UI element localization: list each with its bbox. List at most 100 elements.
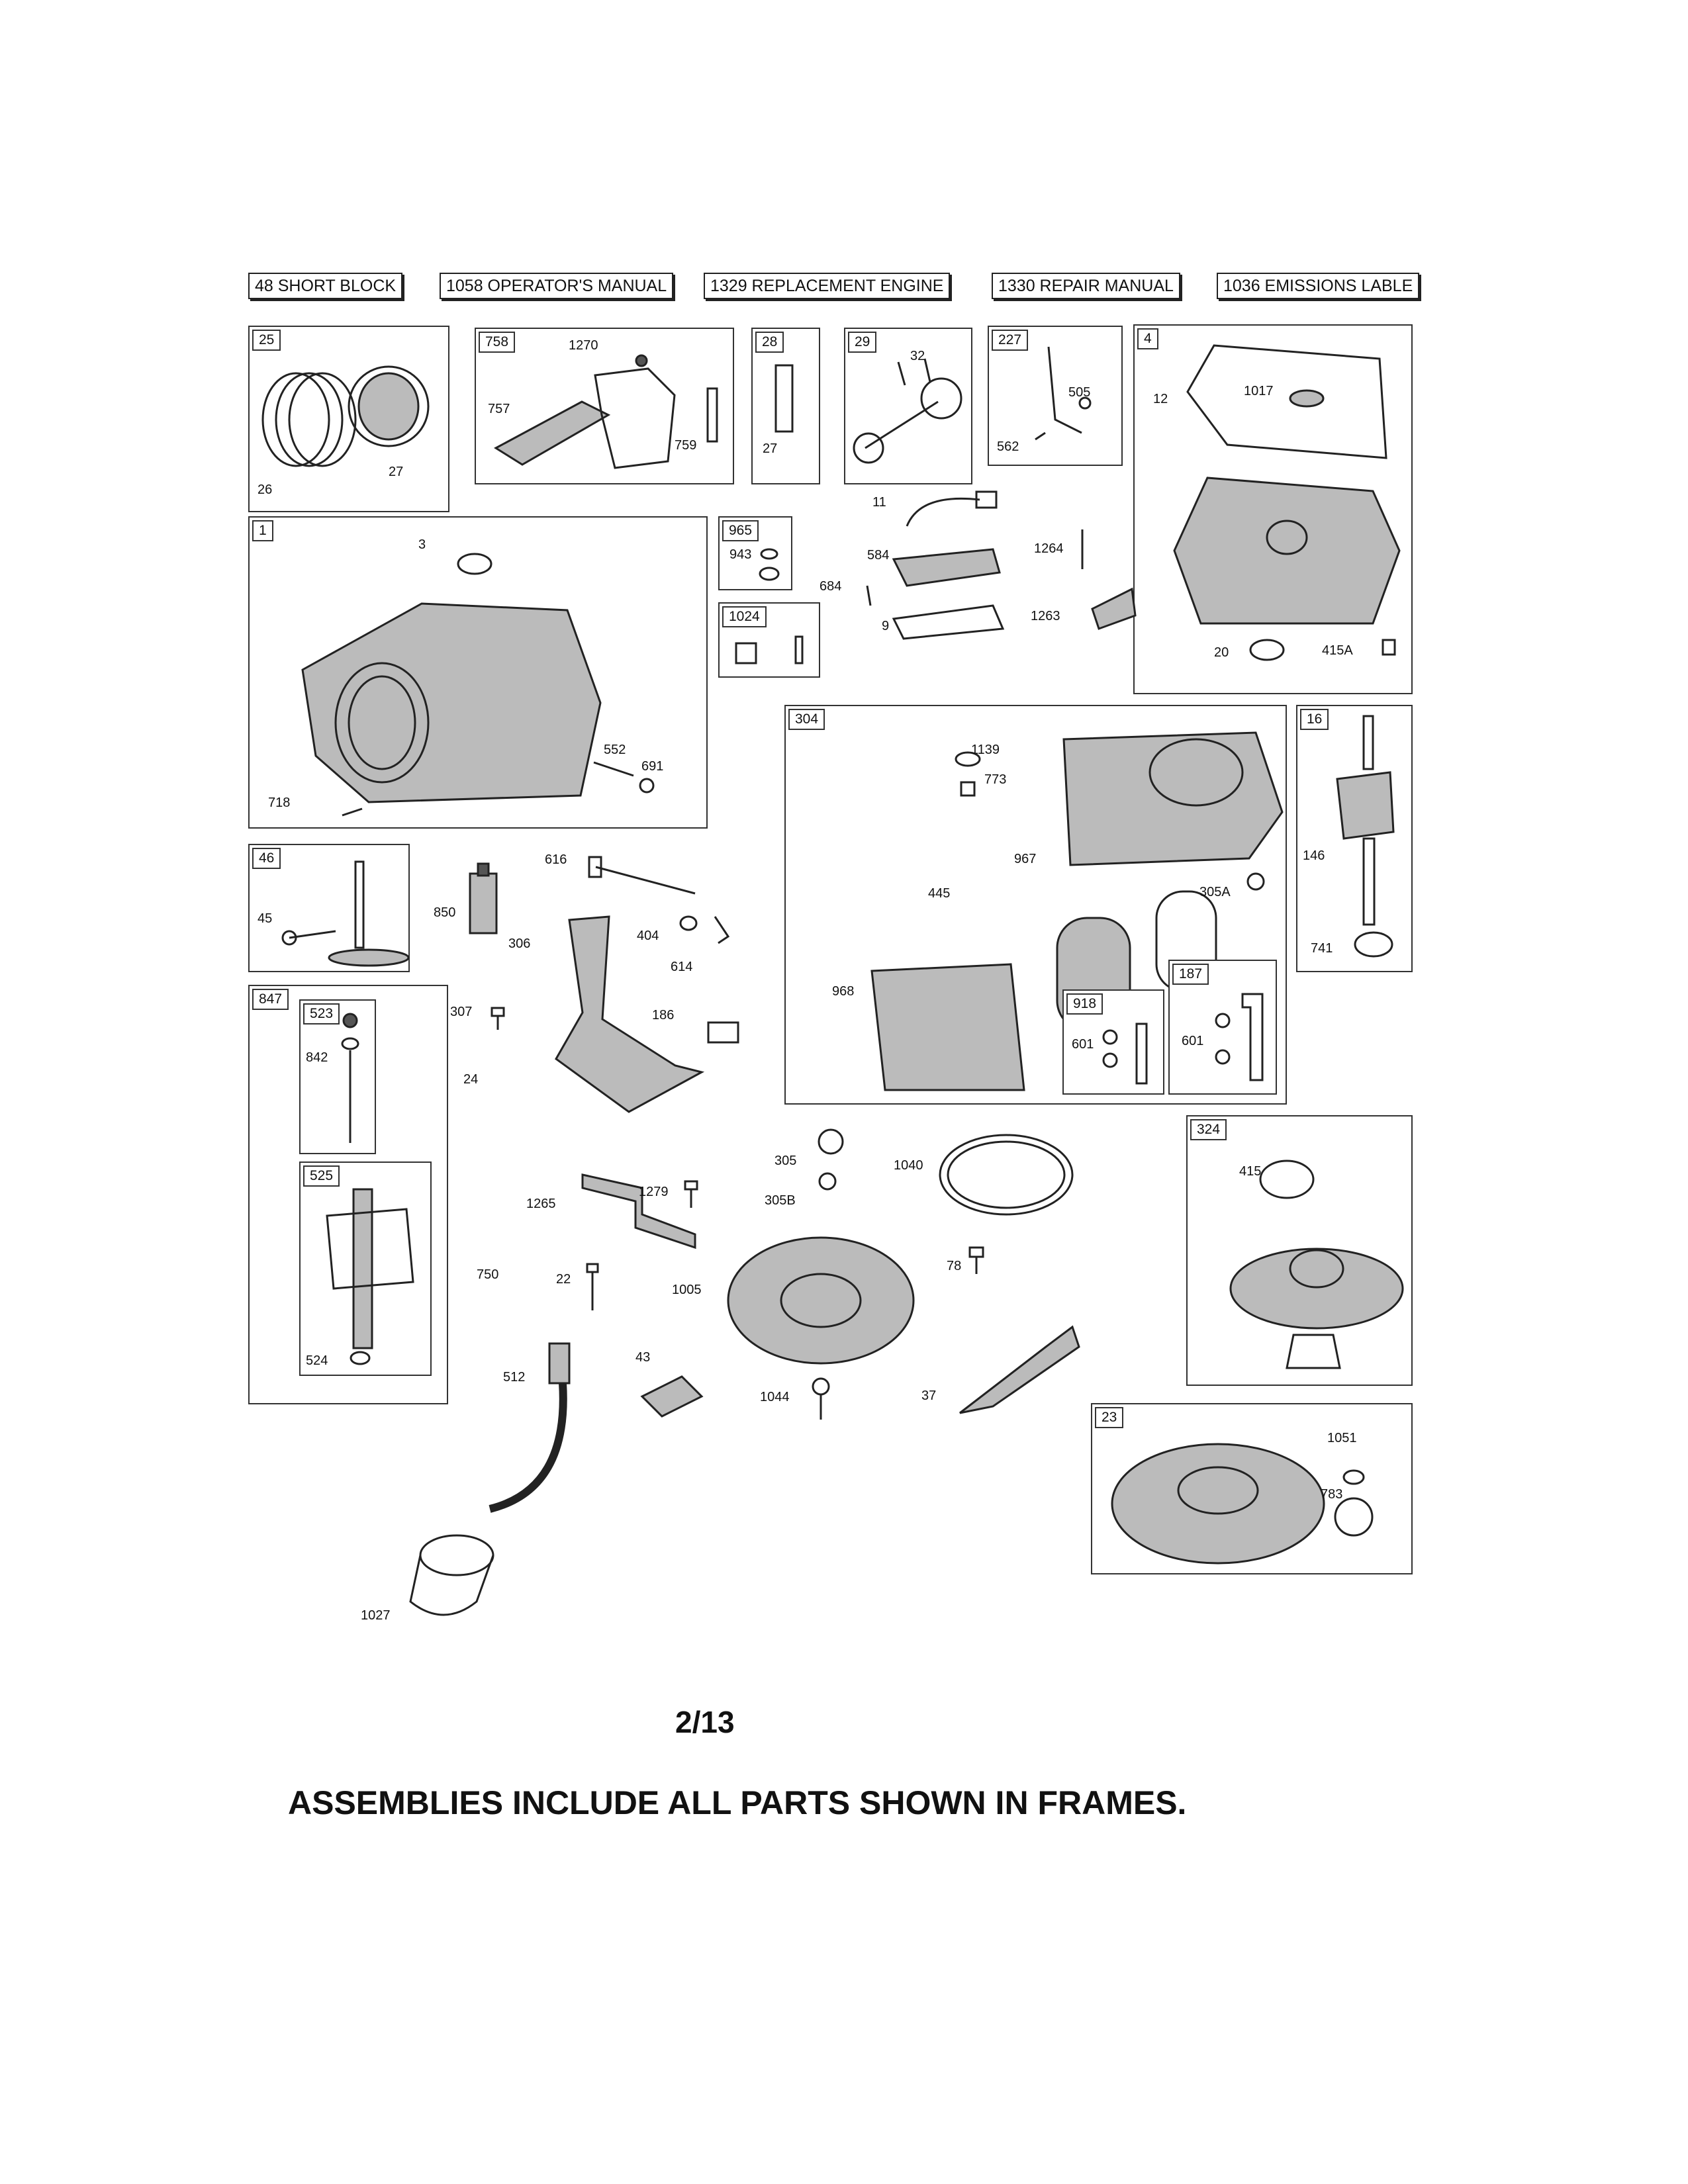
frame-id: 324 <box>1190 1119 1227 1140</box>
frame-id: 187 <box>1172 964 1209 985</box>
governor-lever-art <box>1035 346 1092 441</box>
part-label: 562 <box>997 439 1019 454</box>
oil-filter-art <box>409 1534 494 1616</box>
part-label: 691 <box>641 759 664 774</box>
frame-965: 965 943 <box>718 516 792 590</box>
part-label: 186 <box>652 1008 675 1023</box>
screw-305-art <box>818 1128 844 1191</box>
frame-324: 324 415 <box>1186 1115 1413 1386</box>
part-label: 968 <box>832 984 855 999</box>
part-label: 850 <box>434 905 456 920</box>
seal-art <box>759 548 780 581</box>
screw-22-art <box>586 1263 599 1310</box>
part-label: 1005 <box>672 1283 702 1297</box>
washer-pin-art <box>679 915 730 944</box>
part-label: 1044 <box>760 1390 790 1404</box>
part-label: 37 <box>921 1388 937 1403</box>
part-label: 27 <box>763 441 778 456</box>
valve-keeper-art <box>735 635 804 664</box>
frame-id: 227 <box>992 330 1029 351</box>
part-label: 305A <box>1199 885 1231 899</box>
part-label: 552 <box>604 743 626 757</box>
piston-pin-art <box>774 364 794 433</box>
part-label: 1139 <box>971 743 1000 757</box>
part-label: 27 <box>389 465 404 479</box>
frame-918: 918 601 <box>1062 989 1164 1095</box>
crankshaft-art <box>1336 715 1395 958</box>
blower-housing-art <box>870 731 1284 1091</box>
rewind-cover-art <box>1229 1160 1404 1369</box>
part-label: 1017 <box>1244 384 1274 398</box>
part-label: 505 <box>1068 385 1091 400</box>
oil-drain-hose-art <box>489 1342 571 1513</box>
part-label: 1279 <box>639 1185 669 1199</box>
frame-4: 4 12 1017 20 415A <box>1133 324 1413 694</box>
part-label: 305 <box>774 1154 797 1168</box>
part-label: 967 <box>1014 852 1037 866</box>
frame-227: 227 505 562 <box>988 326 1123 466</box>
frame-id: 965 <box>722 520 759 541</box>
part-label: 45 <box>258 911 273 926</box>
frame-29: 29 32 <box>844 328 972 484</box>
part-label: 307 <box>450 1005 473 1019</box>
part-label: 445 <box>928 886 951 901</box>
part-label: 1263 <box>1031 609 1060 623</box>
frame-id: 25 <box>252 330 281 351</box>
part-label: 22 <box>556 1272 571 1287</box>
part-label: 1027 <box>361 1608 391 1623</box>
cylinder-block-art <box>301 553 655 817</box>
frame-id: 4 <box>1137 328 1158 349</box>
bracket-1265-art <box>581 1173 696 1250</box>
part-label: 1040 <box>894 1158 923 1173</box>
part-label: 759 <box>675 438 697 453</box>
ignition-module-art <box>640 1375 704 1418</box>
part-label: 601 <box>1182 1034 1204 1048</box>
part-label: 524 <box>306 1353 328 1368</box>
frame-id: 758 <box>479 332 516 353</box>
frame-id: 1024 <box>722 606 767 627</box>
part-label: 773 <box>984 772 1007 787</box>
part-label: 601 <box>1072 1037 1094 1052</box>
page-number: 2/13 <box>675 1705 735 1739</box>
part-label: 3 <box>418 537 426 552</box>
part-label: 11 <box>872 495 886 510</box>
seal-ring-1040-art <box>939 1134 1074 1216</box>
header-box-emissions-label: 1036 EMISSIONS LABLE <box>1217 273 1420 299</box>
air-guide-art <box>555 915 705 1113</box>
part-label: 584 <box>867 548 890 563</box>
bracket-1263-art <box>1081 529 1137 630</box>
frame-25: 25 26 27 <box>248 326 449 512</box>
frame-1: 1 3 552 691 718 <box>248 516 708 829</box>
part-label: 512 <box>503 1370 526 1385</box>
frame-id: 918 <box>1066 993 1103 1015</box>
bolt-78-art <box>968 1246 984 1274</box>
shield-37-art <box>959 1325 1080 1414</box>
dipstick-art <box>341 1013 359 1143</box>
header-box-operators-manual: 1058 OPERATOR'S MANUAL <box>440 273 674 299</box>
breather-tube-art <box>1102 1023 1148 1085</box>
camshaft-art <box>281 860 410 967</box>
frame-758: 758 1270 757 759 <box>475 328 734 484</box>
part-label: 614 <box>671 960 693 974</box>
footer-note: ASSEMBLIES INCLUDE ALL PARTS SHOWN IN FR… <box>288 1784 1187 1821</box>
frame-id: 23 <box>1095 1407 1124 1428</box>
breather-hose-art <box>1215 993 1264 1081</box>
part-label: 305B <box>765 1193 796 1208</box>
bolt-307-art <box>491 1007 505 1030</box>
governor-rod-art <box>588 856 696 895</box>
bolt-1044-art <box>812 1377 830 1420</box>
frame-525: 525 524 <box>299 1161 432 1376</box>
fitting-186-art <box>707 1021 739 1044</box>
part-label: 12 <box>1153 392 1168 406</box>
frame-1024: 1024 <box>718 602 820 678</box>
frame-id: 46 <box>252 848 281 869</box>
frame-id: 29 <box>848 332 877 353</box>
part-label: 415 <box>1239 1164 1262 1179</box>
frame-id: 523 <box>303 1003 340 1024</box>
flywheel-fan-art <box>727 1236 915 1365</box>
part-label: 43 <box>635 1350 651 1365</box>
frame-id: 1 <box>252 520 273 541</box>
bolt-1279-art <box>684 1180 698 1208</box>
part-label: 78 <box>947 1259 962 1273</box>
part-label: 842 <box>306 1050 328 1065</box>
